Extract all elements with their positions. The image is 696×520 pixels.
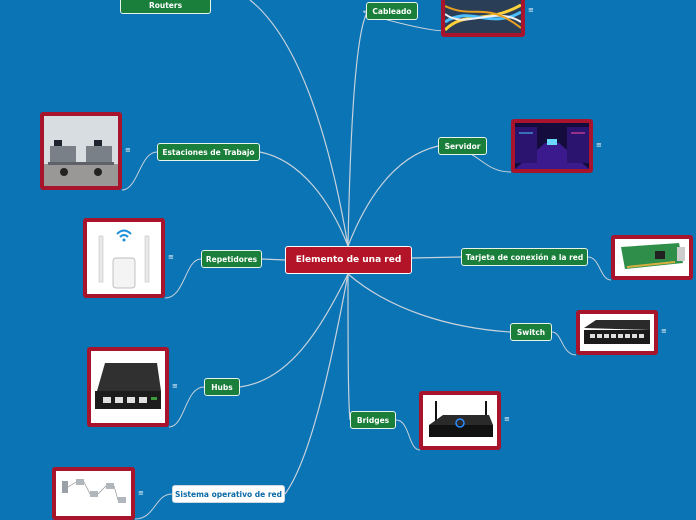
bridge-art xyxy=(423,395,497,446)
switch-art xyxy=(580,314,654,351)
link-tarjeta-image xyxy=(587,256,612,281)
hub-art xyxy=(91,351,165,423)
note-icon[interactable]: ≡ xyxy=(172,382,178,390)
topic-servidor[interactable]: Servidor xyxy=(438,137,487,155)
image-links xyxy=(121,10,612,520)
office-art xyxy=(44,116,118,186)
topic-estaciones[interactable]: Estaciones de Trabajo xyxy=(157,143,260,161)
note-icon[interactable]: ≡ xyxy=(168,253,174,261)
note-icon[interactable]: ≡ xyxy=(528,6,534,14)
server-art xyxy=(515,123,589,169)
topic-switch[interactable]: Switch xyxy=(510,323,552,341)
link-bridges-image xyxy=(395,419,421,451)
nic-art xyxy=(615,239,689,276)
link-repetidores-image xyxy=(164,258,202,299)
topic-bridges[interactable]: Bridges xyxy=(350,411,396,429)
note-icon[interactable]: ≡ xyxy=(504,415,510,423)
connector-switch xyxy=(347,273,511,333)
topic-hubs[interactable]: Hubs xyxy=(204,378,240,396)
diagram-art xyxy=(56,471,131,516)
topic-repetidores[interactable]: Repetidores xyxy=(201,250,262,268)
central-topic[interactable]: Elemento de una red xyxy=(285,246,412,274)
connector-servidor xyxy=(347,145,439,247)
wifi-repeater-image[interactable] xyxy=(83,218,165,298)
connector-cableado xyxy=(347,10,369,247)
note-icon[interactable]: ≡ xyxy=(138,489,144,497)
connector-hubs xyxy=(239,273,349,388)
topic-cableado[interactable]: Cableado xyxy=(366,2,418,20)
wireless-bridge-image[interactable] xyxy=(419,391,501,450)
link-cableado-image xyxy=(363,10,446,32)
network-cables-image[interactable] xyxy=(441,0,525,37)
network-card-image[interactable] xyxy=(611,235,693,280)
server-room-image[interactable] xyxy=(511,119,593,173)
workstations-office-image[interactable] xyxy=(40,112,122,190)
connector-repetidores xyxy=(261,258,286,261)
connector-routers xyxy=(249,0,349,247)
link-hubs-image xyxy=(168,386,205,428)
link-switch-image xyxy=(551,331,577,356)
connector-lines xyxy=(239,0,511,495)
topic-routers[interactable]: Routers xyxy=(120,0,211,14)
connector-bridges xyxy=(347,273,351,421)
repeater-art xyxy=(87,222,161,294)
network-switch-image[interactable] xyxy=(576,310,658,355)
cables-art xyxy=(445,0,521,33)
network-hub-image[interactable] xyxy=(87,347,169,427)
note-icon[interactable]: ≡ xyxy=(661,327,667,335)
note-icon[interactable]: ≡ xyxy=(125,146,131,154)
topic-tarjeta[interactable]: Tarjeta de conexión a la red xyxy=(461,248,588,266)
network-diagram-image[interactable] xyxy=(52,467,135,520)
connector-sistema xyxy=(284,273,349,495)
link-sistema-image xyxy=(134,493,173,520)
topic-sistema[interactable]: Sistema operativo de red xyxy=(172,485,285,503)
connector-tarjeta xyxy=(411,256,462,259)
connector-estaciones xyxy=(259,151,349,247)
link-estaciones-image xyxy=(121,151,158,191)
note-icon[interactable]: ≡ xyxy=(596,141,602,149)
